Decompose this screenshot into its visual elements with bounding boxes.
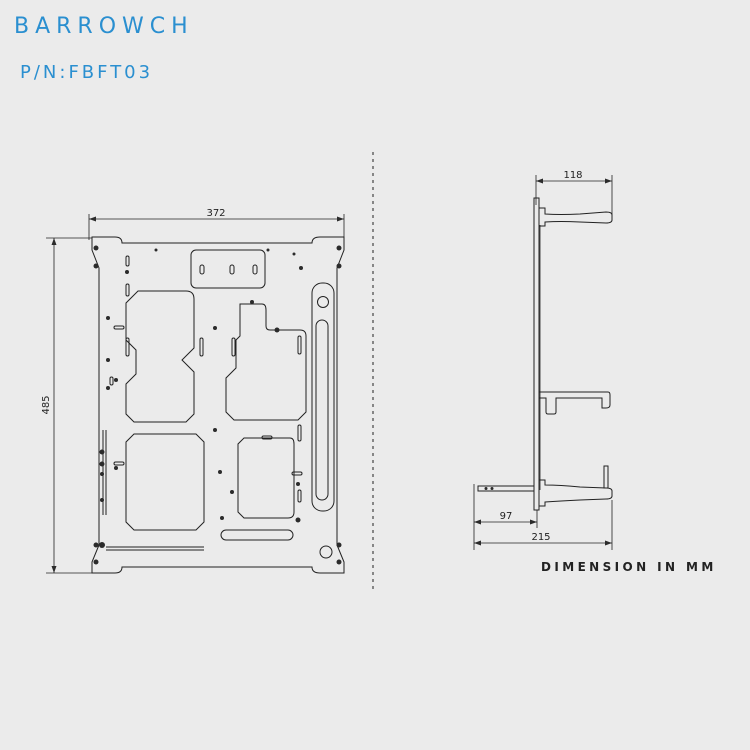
horizontal-slots [113,325,303,476]
right-slot-hole [317,296,329,308]
left-upper-cutout [125,290,195,423]
front-view: 372 485 [41,208,345,574]
bottom-slot [220,529,294,541]
plate-outline [91,236,345,574]
middle-upper-cutout [225,303,307,421]
top-slot [229,264,235,275]
bottom-bracket [538,479,613,507]
mounting-holes [93,245,342,565]
top-slot [199,264,205,275]
offset-arrows [474,519,537,525]
top-cutout [190,249,266,289]
side-plate [533,197,540,511]
right-tall-slot [311,282,335,512]
top-slot [252,264,258,275]
brand-logo: BARROWCH [14,14,194,39]
arm-hole [484,487,488,490]
bottom-right-hole [319,545,333,559]
top-bracket [538,207,613,227]
units-note: DIMENSION IN MM [541,560,717,574]
vertical-slots [109,255,302,503]
depth-label: 118 [563,170,582,181]
total-depth-label: 215 [531,532,550,543]
bottom-bracket-tab [603,465,609,489]
middle-lower-cutout [237,437,295,519]
horizontal-arm [477,485,535,492]
width-label: 372 [206,208,225,219]
left-lower-cutout [125,433,205,531]
middle-bracket [538,391,611,415]
offset-label: 97 [500,511,513,522]
side-view: 118 97 215 [473,170,613,550]
height-label: 485 [41,395,52,414]
right-inner-slot [315,319,329,501]
part-number: P/N:FBFT03 [20,62,154,83]
arm-hole [490,487,494,490]
